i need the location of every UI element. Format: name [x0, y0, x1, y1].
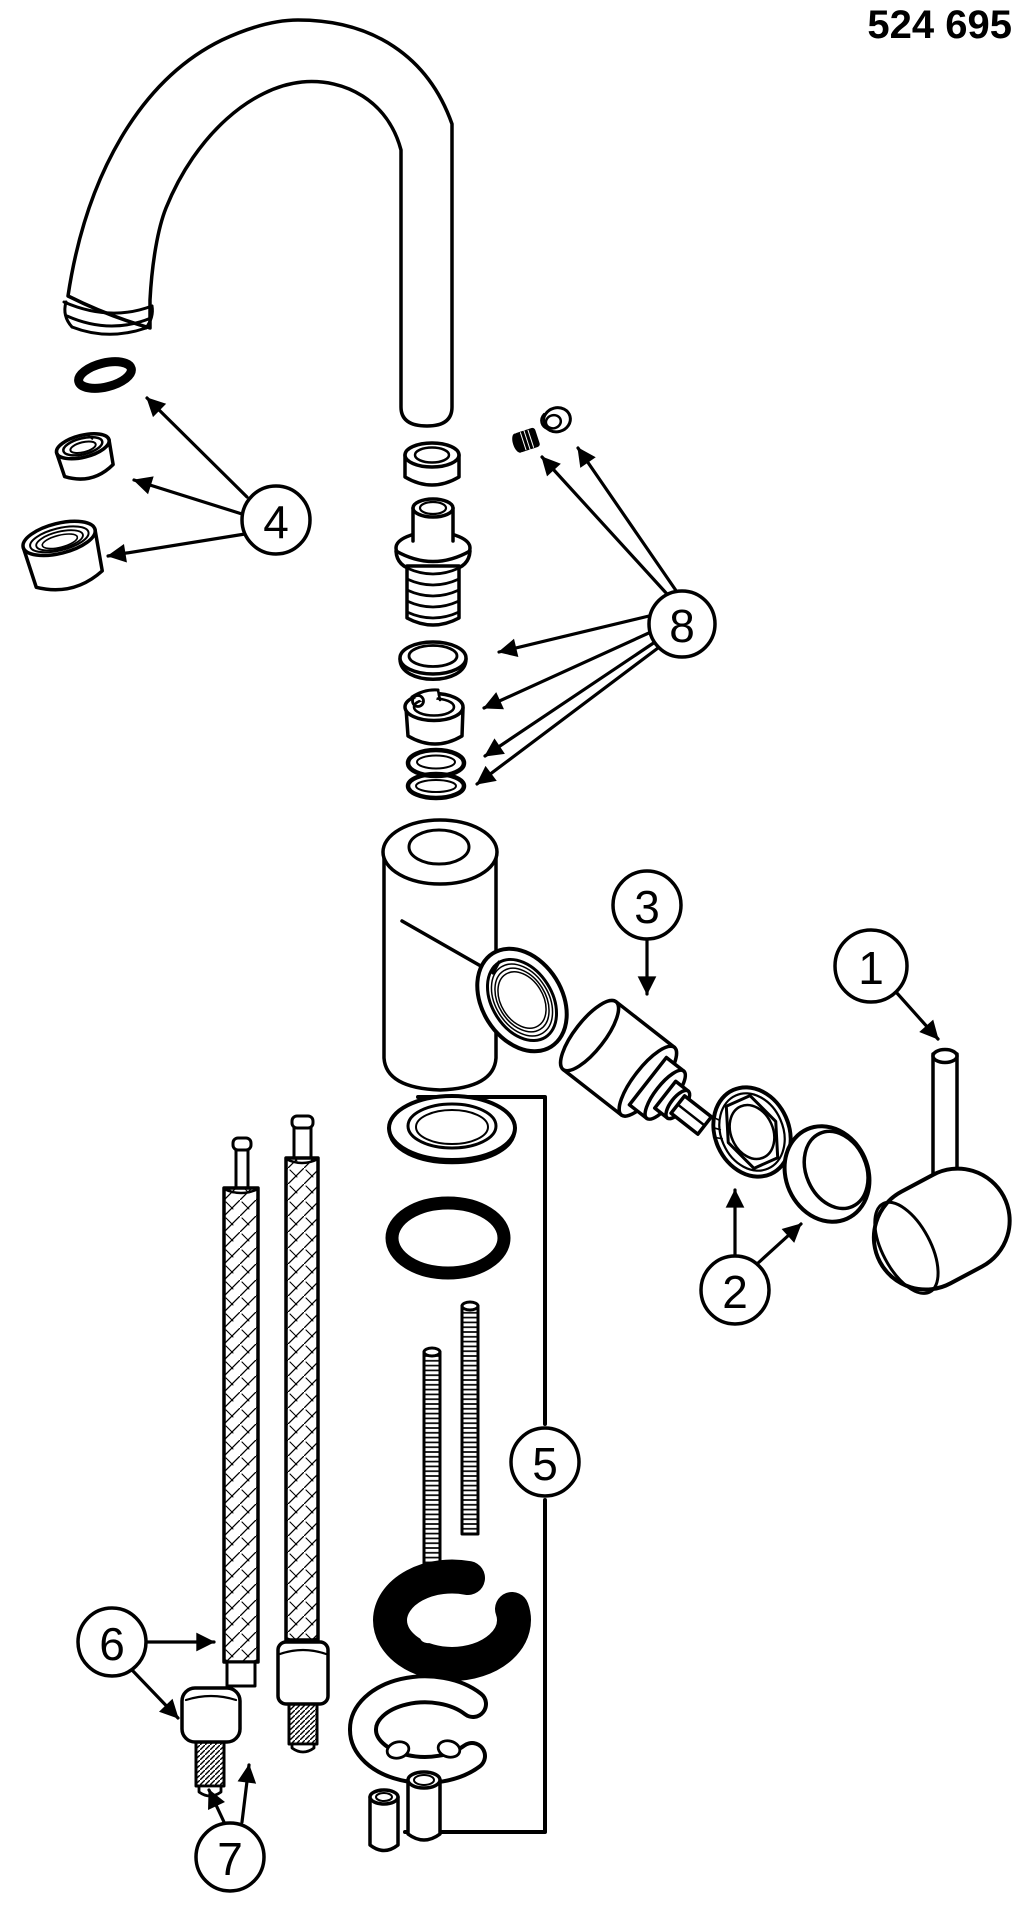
slide-ring: [398, 640, 468, 681]
cartridge: [558, 998, 714, 1136]
callout-5: 5: [509, 1426, 581, 1498]
o-ring-pair: [405, 747, 467, 801]
arrow-8-o-ring-bottom: [475, 646, 660, 786]
spout-bushing: [403, 441, 461, 487]
arrow-4-insert: [132, 476, 244, 516]
hose-fitting-right: [276, 1640, 330, 1754]
aerator-housing: [21, 519, 104, 592]
callout-7-number: 7: [217, 1833, 243, 1885]
threaded-rod-left: [422, 1346, 442, 1574]
callout-6: 6: [76, 1606, 148, 1678]
retainer-ring: [540, 406, 572, 434]
callout-7: 7: [194, 1821, 266, 1893]
clamp-plate-black: [373, 1559, 531, 1681]
handle: [871, 1047, 1012, 1295]
callout-2-number: 2: [722, 1266, 748, 1318]
aerator-insert: [54, 432, 115, 481]
base-o-ring: [385, 1196, 511, 1280]
arrow-4-housing: [106, 532, 247, 563]
callout-8: 8: [647, 589, 717, 659]
spacer-right: [406, 1770, 442, 1842]
arrow-1-handle: [894, 990, 940, 1041]
callout-5-number: 5: [532, 1438, 558, 1490]
supply-hose-left: [180, 1136, 260, 1798]
callout-1-number: 1: [858, 942, 884, 994]
bearing-clip: [403, 687, 465, 746]
handle-knob: [871, 1166, 1012, 1295]
arrow-8-o-ring-top: [483, 640, 657, 758]
callout-8-number: 8: [669, 600, 695, 652]
clamp-plate-white: [348, 1674, 488, 1785]
arrow-6-fitting: [130, 1668, 180, 1720]
callout-arrows: [106, 396, 940, 1824]
callout-3-number: 3: [634, 881, 660, 933]
callout-3: 3: [611, 869, 683, 941]
arrow-4-seal: [145, 396, 249, 499]
spout-connector: [394, 497, 472, 627]
arrow-7-right-connector: [237, 1763, 257, 1824]
supply-hose-right: [276, 1114, 330, 1754]
cartridge-nut: [711, 1085, 793, 1179]
escutcheon-ring: [387, 1094, 517, 1165]
spout: [62, 18, 454, 428]
aerator-seal: [74, 357, 136, 393]
threaded-rod-right: [460, 1300, 480, 1536]
faucet-body: [381, 818, 569, 1092]
arrow-8-clip: [482, 630, 653, 710]
grub-screw: [512, 427, 540, 453]
spout-tip-bands: [62, 300, 154, 336]
callout-6-number: 6: [99, 1618, 125, 1670]
spacer-left: [368, 1788, 400, 1853]
arrow-8-grub-screw: [540, 455, 669, 596]
cover-ring: [782, 1124, 872, 1224]
callout-labels: 1 2 3 4 5 6 7 8: [76, 484, 909, 1893]
callout-2: 2: [699, 1254, 771, 1326]
arrow-7-left-connector: [207, 1788, 226, 1824]
body-side-port: [475, 946, 569, 1054]
arrow-8-slide-ring: [497, 614, 651, 657]
arrow-8-retainer-ring: [576, 446, 679, 594]
hose-fitting-left: [180, 1660, 257, 1798]
callout-4-number: 4: [263, 496, 289, 548]
callout-4: 4: [240, 484, 312, 556]
callout-1: 1: [833, 928, 909, 1004]
document-number: 524 695: [867, 3, 1012, 47]
arrow-2-cover-ring: [755, 1222, 803, 1266]
